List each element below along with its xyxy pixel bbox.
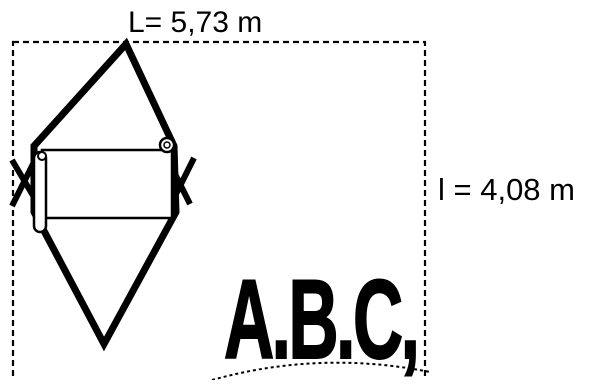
scroll-banner	[32, 136, 176, 234]
width-label: l = 4,08 m	[438, 172, 575, 207]
room-outline	[11, 40, 427, 385]
svg-text:A.B.C,: A.B.C,	[224, 257, 417, 380]
length-label: L= 5,73 m	[128, 6, 263, 39]
abc-logo: A.B.C,	[211, 256, 431, 383]
scroll-roll-left	[32, 150, 48, 234]
